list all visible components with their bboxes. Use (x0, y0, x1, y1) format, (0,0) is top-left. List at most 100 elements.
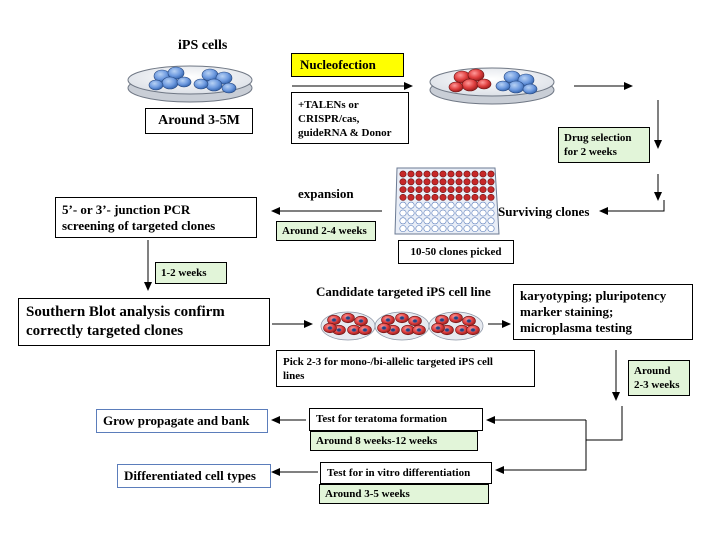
well-empty (447, 225, 455, 232)
cell-nucleus (453, 316, 459, 320)
red-colony (448, 68, 492, 93)
pick-2-3-line: Pick 2-3 for mono-/bi-allelic targeted i… (283, 356, 493, 368)
southern-blot-box: Southern Blot analysis confirm correctly… (18, 298, 270, 346)
well-empty (399, 201, 407, 209)
well-empty (479, 201, 487, 209)
well-filled (487, 170, 495, 178)
expansion-label: expansion (298, 186, 354, 201)
arrow-to-surviving (599, 200, 665, 215)
well-empty (407, 225, 415, 232)
well-empty (423, 201, 431, 209)
pick-2-3-box: Pick 2-3 for mono-/bi-allelic targeted i… (276, 350, 535, 387)
well-empty (399, 209, 407, 217)
well-filled (487, 193, 495, 201)
well-filled (479, 170, 487, 178)
well-empty (447, 209, 455, 217)
cell-nucleus (390, 328, 396, 332)
well-filled (471, 170, 479, 178)
cell-nucleus (439, 318, 445, 322)
cell-nucleus (345, 316, 351, 320)
well-empty (463, 209, 471, 217)
well-filled (399, 178, 407, 186)
grow-bank-box: Grow propagate and bank (96, 409, 268, 433)
well-empty (455, 201, 463, 209)
well-empty (407, 209, 415, 217)
cell-nucleus (336, 328, 342, 332)
well-empty (463, 225, 471, 232)
cell-nucleus (385, 318, 391, 322)
well-filled (455, 170, 463, 178)
drug-selection-line: Drug selection (564, 132, 632, 144)
pick-2-3-line: lines (283, 370, 305, 382)
cell-nucleus (331, 318, 337, 322)
candidate-dish (428, 311, 484, 341)
well-filled (479, 193, 487, 201)
surviving-clones-label: Surviving clones (498, 204, 590, 219)
well-empty (423, 209, 431, 217)
well-filled (471, 178, 479, 186)
well-empty (431, 201, 439, 209)
well-empty (415, 209, 423, 217)
well-filled (463, 193, 471, 201)
karyotyping-line: karyotyping; pluripotency (520, 288, 667, 303)
well-empty (479, 217, 487, 225)
well-empty (447, 201, 455, 209)
well-empty (487, 225, 495, 232)
well-filled (423, 178, 431, 186)
blue-colony-left (148, 66, 192, 91)
blue-colony-right (193, 68, 237, 94)
junction-pcr-box: 5’- or 3’- junction PCR screening of tar… (55, 197, 257, 238)
well-filled (399, 186, 407, 193)
well-empty (471, 217, 479, 225)
junction-pcr-line: 5’- or 3’- junction PCR (62, 202, 191, 217)
branch-to-tests (586, 406, 623, 441)
well-filled (399, 193, 407, 201)
in-vitro-test-box: Test for in vitro differentiation (320, 462, 492, 484)
well-filled (415, 178, 423, 186)
well-empty (407, 217, 415, 225)
southern-blot-line: correctly targeted clones (26, 323, 184, 339)
well-filled (447, 193, 455, 201)
well-empty (399, 217, 407, 225)
well-empty (407, 201, 415, 209)
around-2-4-weeks-box: Around 2-4 weeks (276, 221, 376, 241)
candidate-dish (374, 311, 430, 341)
well-filled (407, 170, 415, 178)
differentiated-box: Differentiated cell types (117, 464, 271, 488)
well-filled (431, 193, 439, 201)
well-filled (447, 170, 455, 178)
around-3-5m-box: Around 3-5M (145, 108, 253, 134)
well-filled (423, 193, 431, 201)
cell-nucleus (327, 326, 333, 330)
well-filled (439, 170, 447, 178)
well-empty (455, 209, 463, 217)
well-filled (431, 170, 439, 178)
well-plate (394, 167, 500, 235)
well-empty (415, 225, 423, 232)
southern-blot-line: Southern Blot analysis confirm (26, 304, 225, 320)
well-empty (487, 201, 495, 209)
connectors (144, 82, 665, 476)
reagents-line: CRISPR/cas, (298, 113, 360, 125)
well-filled (479, 178, 487, 186)
well-filled (407, 186, 415, 193)
nucleofection-box: Nucleofection (291, 53, 404, 77)
cell-nucleus (381, 326, 387, 330)
around-2-3-weeks-line: 2-3 weeks (634, 379, 680, 391)
well-empty (415, 217, 423, 225)
well-empty (447, 217, 455, 225)
well-empty (463, 201, 471, 209)
well-filled (439, 178, 447, 186)
well-filled (407, 193, 415, 201)
cell-nucleus (405, 328, 411, 332)
well-empty (431, 217, 439, 225)
well-empty (439, 217, 447, 225)
well-filled (423, 186, 431, 193)
well-filled (415, 193, 423, 201)
well-filled (487, 186, 495, 193)
well-empty (487, 209, 495, 217)
clones-picked-box: 10-50 clones picked (398, 240, 514, 264)
well-filled (487, 178, 495, 186)
well-empty (455, 225, 463, 232)
